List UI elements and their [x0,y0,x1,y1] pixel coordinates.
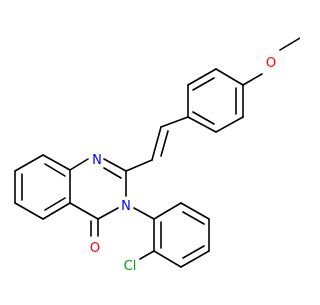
ring-nitrogen-1-label: N [92,153,102,168]
bond-aryl-5 [187,68,217,86]
bond-clphenyl-6 [153,202,182,220]
bond-benzo-5-inner [44,197,66,211]
bond-benzo-2 [14,154,44,172]
bond-n1-c8a [69,158,89,171]
bond-c4-n3 [97,207,119,220]
bond-benzo-4 [14,202,44,220]
bond-c-cl [139,250,155,260]
bond-vinyl-double [151,126,162,161]
bond-clphenyl-3-inner [182,245,205,259]
molecule-canvas: O N N O Cl [14,37,301,274]
methoxy-oxygen-label: O [266,56,276,71]
bond-c4a-c4 [69,202,99,220]
bond-aryl-2 [215,116,244,133]
chlorine-label: Cl [124,259,137,274]
bond-vinyl-double-inner [160,130,169,157]
bond-benzo-5 [42,202,71,220]
bond-clphenyl-5 [180,202,210,220]
bond-c2-n1 [103,158,127,172]
bond-clphenyl-2 [153,250,182,268]
bond-methyl-o [279,37,301,51]
bond-vinyl-c2 [125,159,153,172]
bond-aryl-vinyl [160,116,189,128]
structure-diagram: O N N O Cl [14,37,301,274]
bond-aryl-5-inner [192,77,215,91]
bond-n3-aryl [133,207,155,220]
bond-o-aryl [242,73,263,86]
bond-aryl-3 [187,116,217,133]
ring-nitrogen-3-label: N [121,199,131,214]
bond-benzo-1 [42,154,71,171]
bond-aryl-3-inner [192,111,215,125]
bond-clphenyl-5-inner [182,211,205,225]
atom-labels: O N N O Cl [90,56,276,274]
carbonyl-oxygen-label: O [90,241,100,256]
bond-c2-n1-inner [103,167,122,179]
bond-aryl-6 [215,68,244,86]
bond-benzo-1-inner [44,163,66,177]
bonds [14,37,301,268]
bond-clphenyl-3 [180,250,210,268]
